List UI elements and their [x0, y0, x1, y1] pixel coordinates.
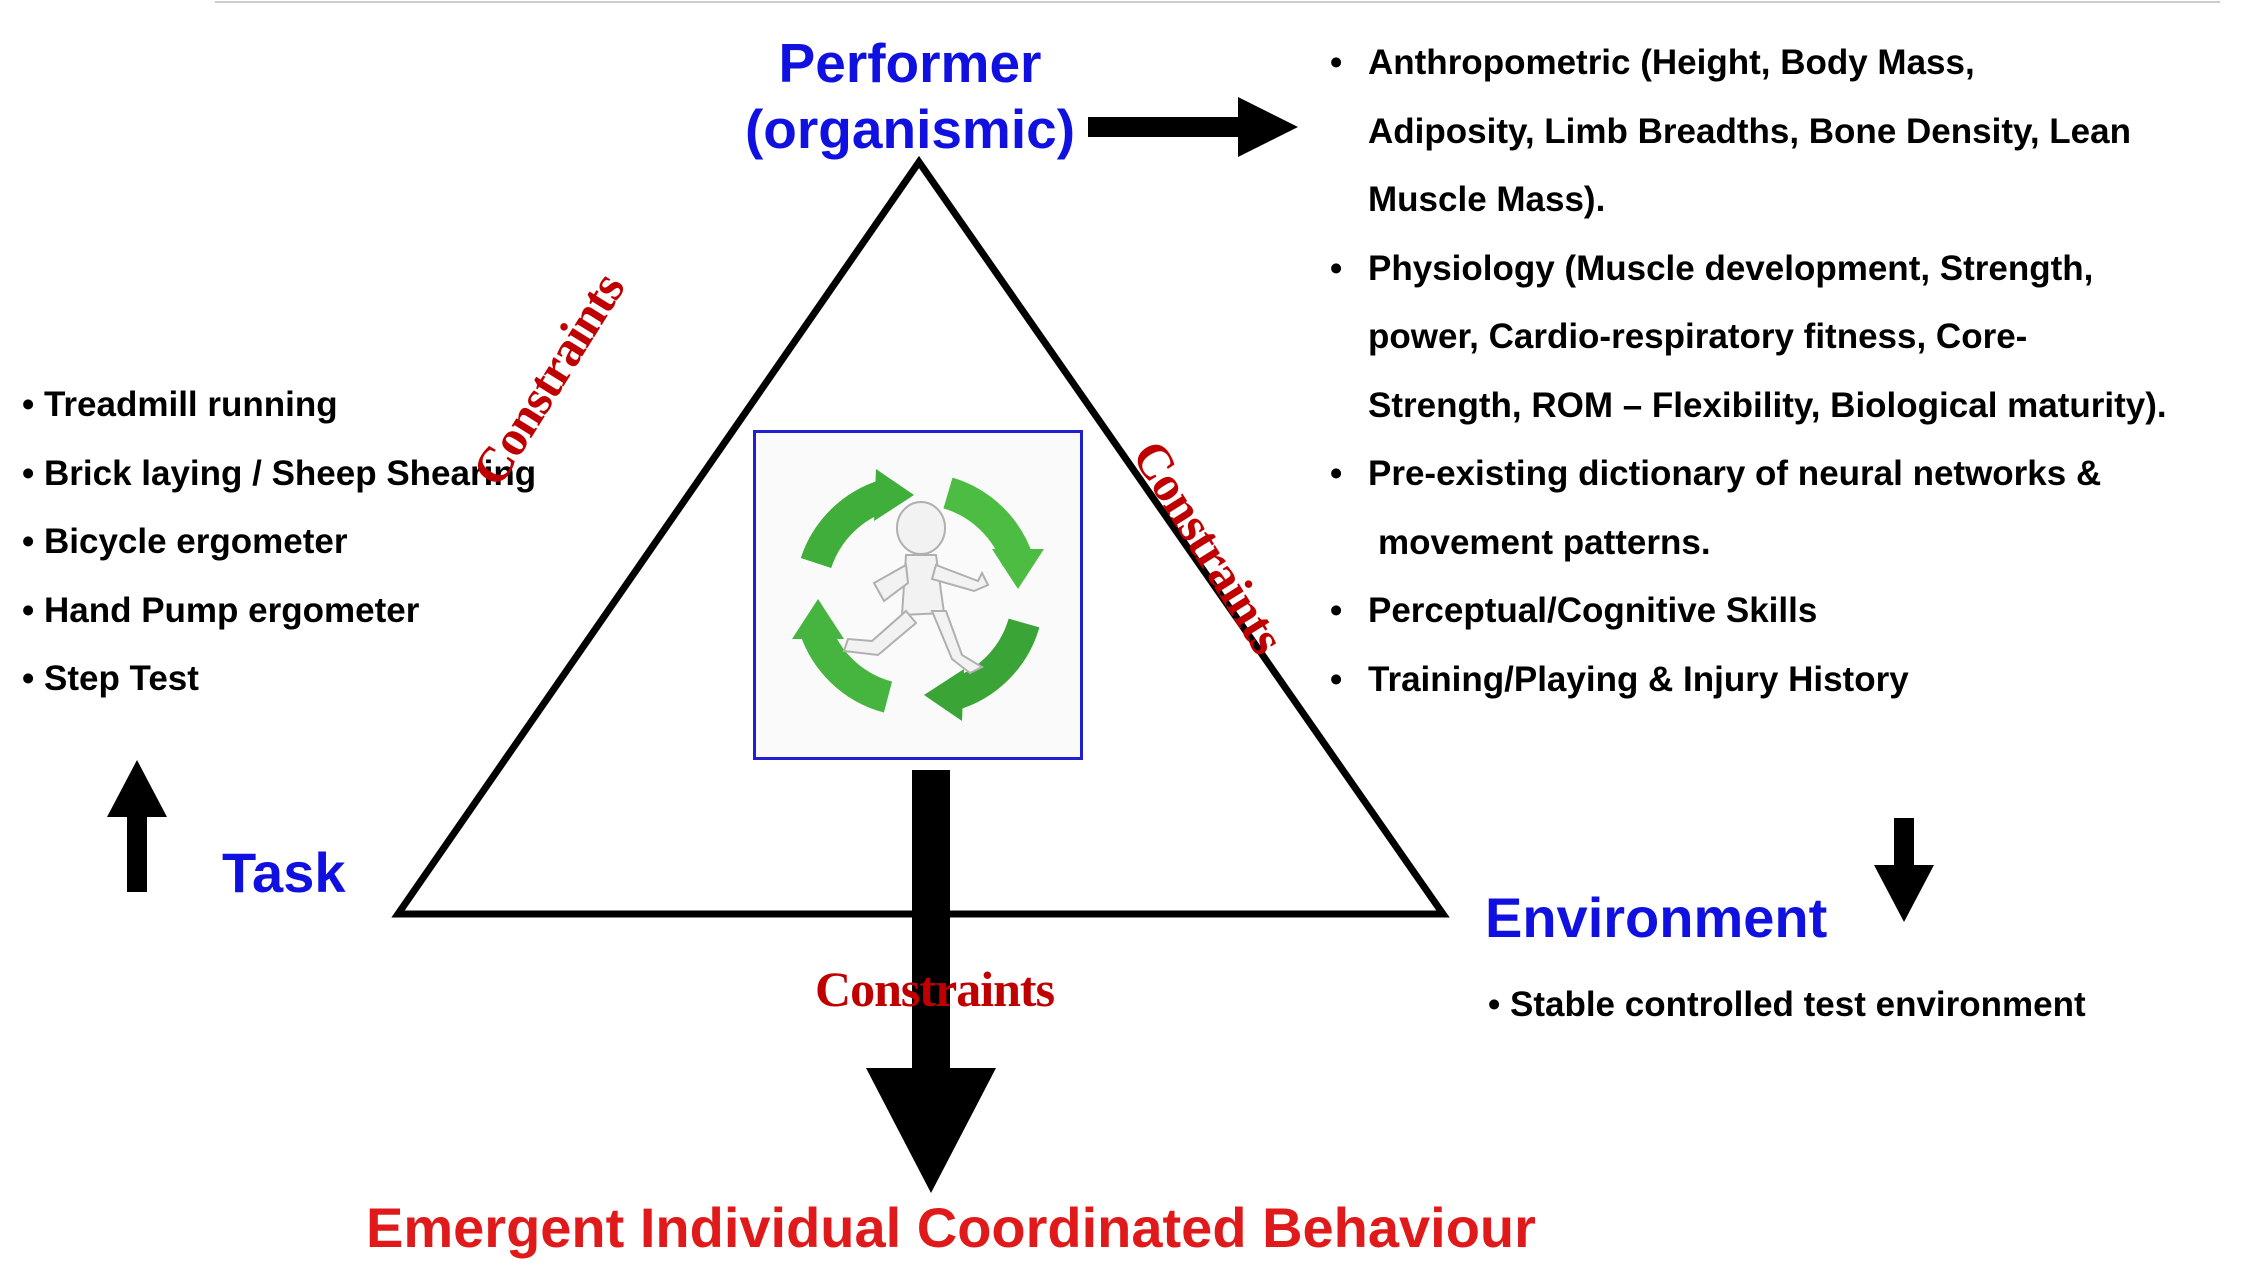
list-item-text: Anthropometric (Height, Body Mass,	[1368, 43, 1975, 82]
list-item-text: power, Cardio-respiratory fitness, Core-	[1368, 317, 2028, 356]
bullet: •	[1330, 248, 1343, 288]
list-item-text: Muscle Mass).	[1368, 180, 1606, 219]
environment-examples-list: • Stable controlled test environment	[1488, 985, 2086, 1025]
performer-title: Performer (organismic)	[730, 30, 1090, 162]
list-item: • Treadmill running	[22, 385, 338, 424]
bullet: •	[1330, 659, 1343, 699]
arrow-right-icon	[1088, 97, 1298, 157]
performer-title-line1: Performer	[778, 32, 1042, 94]
list-item-text: Adiposity, Limb Breadths, Bone Density, …	[1368, 111, 2131, 151]
performer-title-line2: (organismic)	[744, 98, 1076, 160]
center-down-arrow-icon	[866, 770, 996, 1193]
runner-image	[753, 430, 1083, 760]
bullet: •	[1330, 454, 1343, 493]
list-item: • Brick laying / Sheep Shearing	[22, 453, 537, 493]
list-item-text: Training/Playing & Injury History	[1368, 659, 1909, 699]
environment-label: Environment	[1485, 886, 1828, 949]
list-item-text: Strength, ROM – Flexibility, Biological …	[1368, 385, 2167, 425]
task-label: Task	[222, 841, 346, 904]
list-item: • Bicycle ergometer	[22, 522, 348, 561]
list-item: • Hand Pump ergometer	[22, 590, 420, 630]
bullet: •	[1330, 591, 1343, 630]
cycle-arrow-segment	[947, 618, 1040, 711]
arrow-up-icon	[107, 760, 167, 892]
bullet: •	[1330, 43, 1343, 82]
list-item-text: Pre-existing dictionary of neural networ…	[1368, 454, 2102, 493]
list-item-text: Perceptual/Cognitive Skills	[1368, 591, 1818, 630]
arrow-down-icon	[1874, 818, 1934, 922]
list-item-text: movement patterns.	[1378, 522, 1711, 562]
running-figure	[842, 501, 990, 675]
list-item: • Stable controlled test environment	[1488, 985, 2086, 1024]
list-item-text: Physiology (Muscle development, Strength…	[1368, 248, 2094, 288]
task-examples-list: • Treadmill running • Brick laying / She…	[22, 378, 536, 721]
emergent-behaviour-label: Emergent Individual Coordinated Behaviou…	[366, 1196, 1536, 1259]
constraints-label-bottom: Constraints	[815, 961, 1055, 1017]
list-item: • Step Test	[22, 659, 199, 698]
running-figure-icon	[792, 469, 1044, 721]
